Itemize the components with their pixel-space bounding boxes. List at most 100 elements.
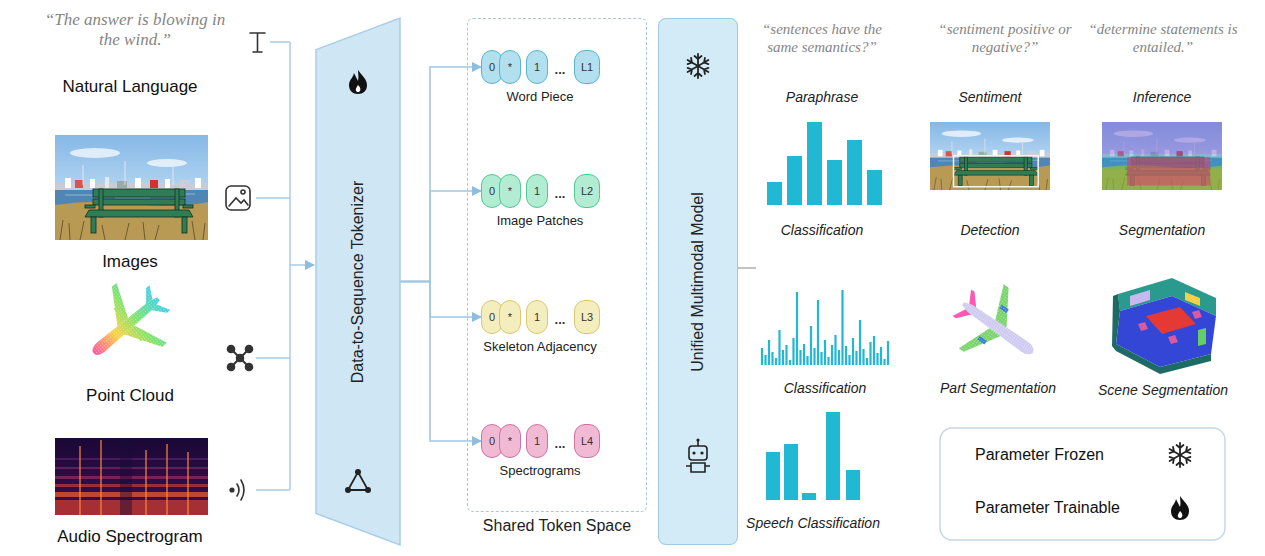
token-index: 0 xyxy=(489,312,495,323)
token-row-name: Image Patches xyxy=(497,213,584,228)
modality-name: Audio Spectrogram xyxy=(57,527,203,547)
token-row-name: Skeleton Adjacency xyxy=(483,339,596,354)
modality-icon xyxy=(237,480,244,500)
bar-chart xyxy=(766,452,780,500)
token-index: 1 xyxy=(534,436,540,447)
detection-image xyxy=(930,122,1050,190)
tokenizer-fill xyxy=(349,70,367,94)
audio-spectrogram xyxy=(120,438,132,515)
output-name: Segmentation xyxy=(1119,222,1205,238)
segmentation-image xyxy=(1127,157,1210,186)
scene-segmentation-figure xyxy=(1138,322,1148,331)
bar-chart xyxy=(807,122,822,205)
model-fill xyxy=(686,441,710,472)
scene-segmentation-figure xyxy=(1116,344,1211,374)
bar-chart xyxy=(802,493,816,500)
segmentation-image xyxy=(1102,122,1222,190)
bar-chart xyxy=(762,290,888,365)
ellipsis-mark: ... xyxy=(555,436,566,451)
modality-icon xyxy=(250,33,265,52)
scene-segmentation-figure xyxy=(1112,294,1120,351)
bar-chart xyxy=(762,290,888,365)
token-capsule: 1 xyxy=(526,174,548,208)
task-prompt: “sentences have the same semantics?” xyxy=(747,20,897,56)
bar-chart xyxy=(826,412,840,500)
ellipsis-mark: ... xyxy=(555,62,566,77)
model-fill xyxy=(700,451,703,454)
task-prompt: “sentiment positive or negative?” xyxy=(930,20,1080,56)
scene-segmentation-figure xyxy=(1192,310,1202,319)
legend-box xyxy=(1171,496,1189,520)
token-index: * xyxy=(508,312,512,323)
input-wire xyxy=(256,42,314,490)
token-capsule: * xyxy=(499,174,521,208)
bar-chart xyxy=(827,160,842,205)
point-cloud-figure xyxy=(90,294,163,358)
tokenizer-block: Data-to-Sequence Tokenizer xyxy=(316,18,400,545)
token-index: * xyxy=(508,186,512,197)
token-capsule: L2 xyxy=(574,174,600,208)
bar-chart xyxy=(767,182,782,205)
token-index: * xyxy=(508,436,512,447)
scene-segmentation-figure xyxy=(1168,335,1178,344)
modality-icon xyxy=(237,355,244,362)
token-capsule: L3 xyxy=(574,300,600,334)
block-title: Unified Multimodal Model xyxy=(689,192,707,372)
token-capsule: 1 xyxy=(526,50,548,84)
block-title: Data-to-Sequence Tokenizer xyxy=(349,180,367,383)
token-index: * xyxy=(508,62,512,73)
task-name: Sentiment xyxy=(958,89,1021,105)
token-capsule: * xyxy=(499,50,521,84)
token-index: 0 xyxy=(489,436,495,447)
token-index: L3 xyxy=(581,312,593,323)
token-index: 1 xyxy=(534,312,540,323)
scene-segmentation-figure xyxy=(1112,278,1216,374)
token-index: L1 xyxy=(581,62,593,73)
model-fill xyxy=(686,441,710,472)
bar-chart xyxy=(787,156,802,205)
output-name: Classification xyxy=(784,380,866,396)
audio-spectrogram xyxy=(55,438,208,515)
output-wire xyxy=(738,268,756,269)
scene-segmentation-figure xyxy=(1185,292,1200,306)
modality-name: Point Cloud xyxy=(86,386,174,406)
token-index: 0 xyxy=(489,62,495,73)
task-name: Inference xyxy=(1133,89,1191,105)
token-row-name: Spectrograms xyxy=(500,463,581,478)
ellipsis-mark: ... xyxy=(555,312,566,327)
bar-chart xyxy=(847,140,862,205)
arrow-connector xyxy=(400,191,481,282)
model-block: Unified Multimodal Model xyxy=(658,18,738,545)
bar-chart xyxy=(846,470,860,500)
bar-chart xyxy=(784,444,798,500)
part-segmentation-figure xyxy=(960,299,1036,358)
segmentation-image xyxy=(1102,122,1222,154)
modality-icon xyxy=(226,186,250,210)
scene-segmentation-figure xyxy=(1130,290,1150,306)
input-wire xyxy=(290,264,314,266)
bar-chart xyxy=(767,122,882,205)
model-fill xyxy=(658,18,738,545)
audio-spectrogram xyxy=(80,440,188,515)
output-name: Detection xyxy=(960,222,1019,238)
input-example-quote: “The answer is blowing in the wind.” xyxy=(35,10,235,51)
point-cloud-figure xyxy=(68,268,185,384)
legend-box xyxy=(940,428,1225,540)
model-fill xyxy=(696,438,699,441)
modality-icon xyxy=(230,488,234,492)
tokenizer-fill xyxy=(316,18,400,545)
connector-group xyxy=(400,67,481,441)
section-heading: Shared Token Space xyxy=(468,517,646,535)
arrow-connector xyxy=(400,282,481,442)
tokenizer-fill xyxy=(345,487,351,493)
audio-spectrogram xyxy=(55,438,208,515)
modality-name: Natural Language xyxy=(62,77,197,97)
token-capsule: L4 xyxy=(574,424,600,458)
point-cloud-figure xyxy=(90,294,163,358)
output-name: Classification xyxy=(781,222,863,238)
scene-segmentation-figure xyxy=(1198,328,1206,346)
token-index: 0 xyxy=(489,186,495,197)
